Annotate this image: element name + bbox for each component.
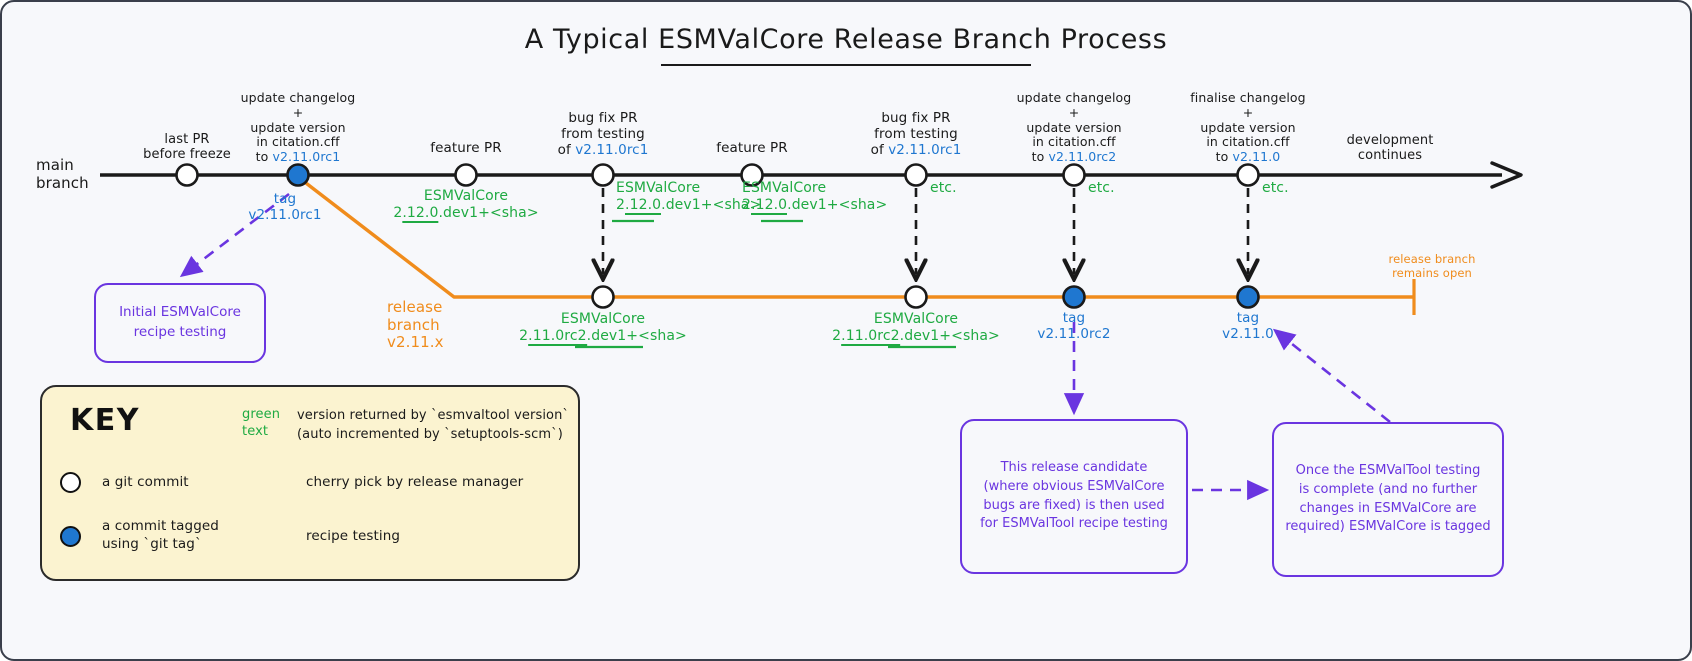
label-bugfix-pr-1: bug fix PR from testing of v2.11.0rc1 [557, 110, 649, 158]
version-label-rel-1: ESMValCore 2.11.0rc2.dev1+<sha> [519, 311, 687, 346]
commit-node-update-rc2 [1062, 163, 1086, 187]
label-feature-pr-2: feature PR [716, 140, 788, 156]
key-title: KEY [70, 403, 140, 438]
etc-label-2: etc. [1088, 180, 1115, 196]
development-continues-label: development continues [1346, 133, 1434, 164]
version-label-bugfix-pr-1: ESMValCore 2.12.0.dev1+<sha> [616, 180, 762, 215]
tag-label-rel-rc2: tag v2.11.0rc2 [1037, 310, 1111, 342]
label-bugfix-pr-2: bug fix PR from testing of v2.11.0rc1 [870, 110, 962, 158]
arrow-final-note-to-tag [1272, 328, 1391, 424]
version-v2-11-0rc2: v2.11.0rc2 [1048, 149, 1117, 164]
version-label-rel-2: ESMValCore 2.11.0rc2.dev1+<sha> [832, 311, 1000, 346]
of-word-2: of [870, 141, 889, 158]
version-label-feature-pr-1: ESMValCore 2.12.0.dev1+<sha> [393, 188, 539, 223]
key-commit-label: a git commit [102, 474, 189, 490]
label-feature-pr-1: feature PR [430, 140, 502, 156]
release-remains-open-label: release branch remains open [1388, 252, 1476, 280]
note-release-candidate: This release candidate(where obvious ESM… [960, 419, 1188, 574]
key-recipe-testing-label: recipe testing [306, 528, 401, 544]
release-branch-nodes [591, 285, 1260, 309]
to-word-2: to [1031, 149, 1049, 164]
key-green-description: version returned by `esmvaltool version`… [297, 408, 570, 442]
key-legend-box: KEY green text version returned by `esmv… [40, 385, 580, 581]
commit-node-bugfix-pr-1 [591, 163, 615, 187]
release-branch-label: release branch v2.11.x [387, 298, 444, 352]
key-commit-dot-icon [60, 472, 81, 493]
page-title: A Typical ESMValCore Release Branch Proc… [524, 24, 1168, 55]
key-green-swatch-text: green text [242, 407, 281, 439]
label-finalise: finalise changelog + update version in c… [1190, 90, 1306, 164]
key-tagged-dot-icon [60, 526, 81, 547]
title-underline [661, 64, 1031, 66]
commit-node-rel-2 [904, 285, 928, 309]
key-tagged-label: a commit tagged using `git tag` [102, 518, 219, 553]
commit-node-feature-pr-1 [454, 163, 478, 187]
label-update-rc2: update changelog + update version in cit… [1016, 90, 1132, 164]
tag-label-rel-final: tag v2.11.0 [1222, 310, 1274, 342]
tag-label-rc1: tag v2.11.0rc1 [248, 191, 322, 223]
label-update-rc1: update changelog + update version in cit… [240, 90, 356, 164]
etc-label-1: etc. [930, 180, 957, 196]
key-cherry-pick-label: cherry pick by release manager [306, 474, 524, 490]
version-v2-11-0: v2.11.0 [1232, 149, 1281, 164]
version-v2-11-0rc1: v2.11.0rc1 [272, 149, 341, 164]
to-word: to [255, 149, 273, 164]
etc-label-3: etc. [1262, 180, 1289, 196]
version-label-feature-pr-2: ESMValCore 2.12.0.dev1+<sha> [742, 180, 888, 215]
version-ref-rc1-b: v2.11.0rc1 [888, 141, 962, 158]
commit-node-rel-tag-rc2 [1062, 285, 1086, 309]
main-branch-label: main branch [36, 156, 89, 192]
of-word: of [557, 141, 576, 158]
version-ref-rc1-a: v2.11.0rc1 [575, 141, 649, 158]
label-last-pr: last PR before freeze [143, 132, 231, 163]
commit-node-tag-rc1 [286, 163, 310, 187]
commit-node-bugfix-pr-2 [904, 163, 928, 187]
commit-node-rel-1 [591, 285, 615, 309]
to-word-3: to [1215, 149, 1233, 164]
commit-node-rel-tag-final [1236, 285, 1260, 309]
commit-node-last-pr [175, 163, 199, 187]
commit-node-finalise [1236, 163, 1260, 187]
